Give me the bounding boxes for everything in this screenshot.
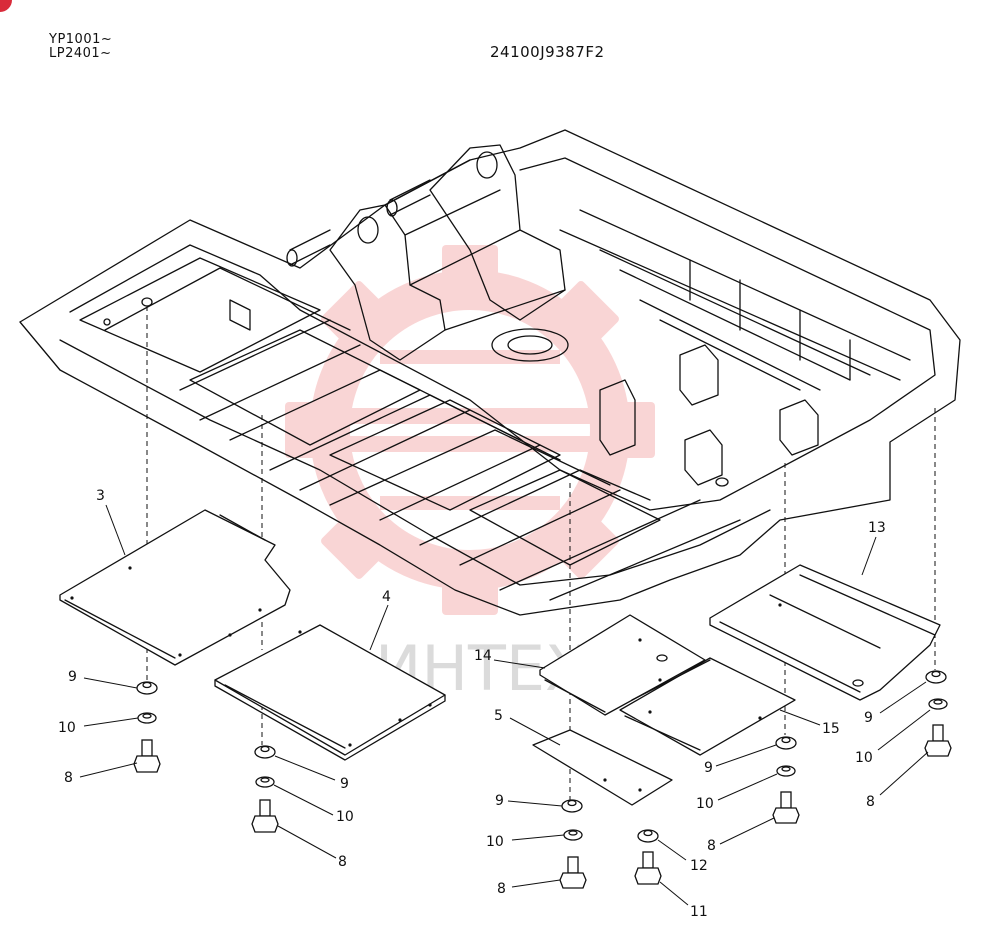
callout-10-d: 10 bbox=[696, 796, 714, 812]
cover-plate-15 bbox=[619, 657, 796, 756]
callout-8-e: 8 bbox=[866, 794, 875, 810]
fastener-stack-c bbox=[559, 799, 587, 889]
cover-plate-5 bbox=[532, 729, 673, 806]
leader-lines bbox=[79, 504, 931, 906]
callout-13: 13 bbox=[868, 520, 886, 536]
callout-9-b: 9 bbox=[340, 776, 349, 792]
callout-8-b: 8 bbox=[338, 854, 347, 870]
main-frame bbox=[19, 129, 961, 616]
callout-8-a: 8 bbox=[64, 770, 73, 786]
serial-range-1: YP1001~ bbox=[49, 32, 113, 47]
callout-9-a: 9 bbox=[68, 669, 77, 685]
callout-15: 15 bbox=[822, 721, 840, 737]
cover-plate-4 bbox=[214, 624, 446, 761]
callout-11: 11 bbox=[690, 904, 708, 920]
drawing-number: 24100J9387F2 bbox=[490, 43, 605, 61]
serial-range-2: LP2401~ bbox=[49, 46, 112, 61]
callout-10-b: 10 bbox=[336, 809, 354, 825]
cover-plate-3 bbox=[59, 509, 291, 666]
fastener-stack-b bbox=[251, 745, 279, 833]
callout-8-c: 8 bbox=[497, 881, 506, 897]
callout-14: 14 bbox=[474, 648, 492, 664]
callout-10-a: 10 bbox=[58, 720, 76, 736]
callout-9-c: 9 bbox=[495, 793, 504, 809]
callout-4: 4 bbox=[382, 589, 391, 605]
callout-3: 3 bbox=[96, 488, 105, 504]
fastener-stack-f bbox=[924, 670, 952, 757]
cover-plate-13 bbox=[709, 564, 941, 701]
callout-9-e: 9 bbox=[864, 710, 873, 726]
callout-labels: 3 4 13 14 5 15 9 10 8 9 10 8 9 10 8 12 1… bbox=[58, 488, 886, 920]
callout-10-c: 10 bbox=[486, 834, 504, 850]
fastener-stack-e bbox=[772, 736, 800, 824]
callout-8-d: 8 bbox=[707, 838, 716, 854]
callout-12: 12 bbox=[690, 858, 708, 874]
callout-10-e: 10 bbox=[855, 750, 873, 766]
callout-9-d: 9 bbox=[704, 760, 713, 776]
fastener-stack-d bbox=[634, 829, 662, 885]
callout-5: 5 bbox=[494, 708, 503, 724]
fastener-stack-a bbox=[133, 681, 161, 773]
